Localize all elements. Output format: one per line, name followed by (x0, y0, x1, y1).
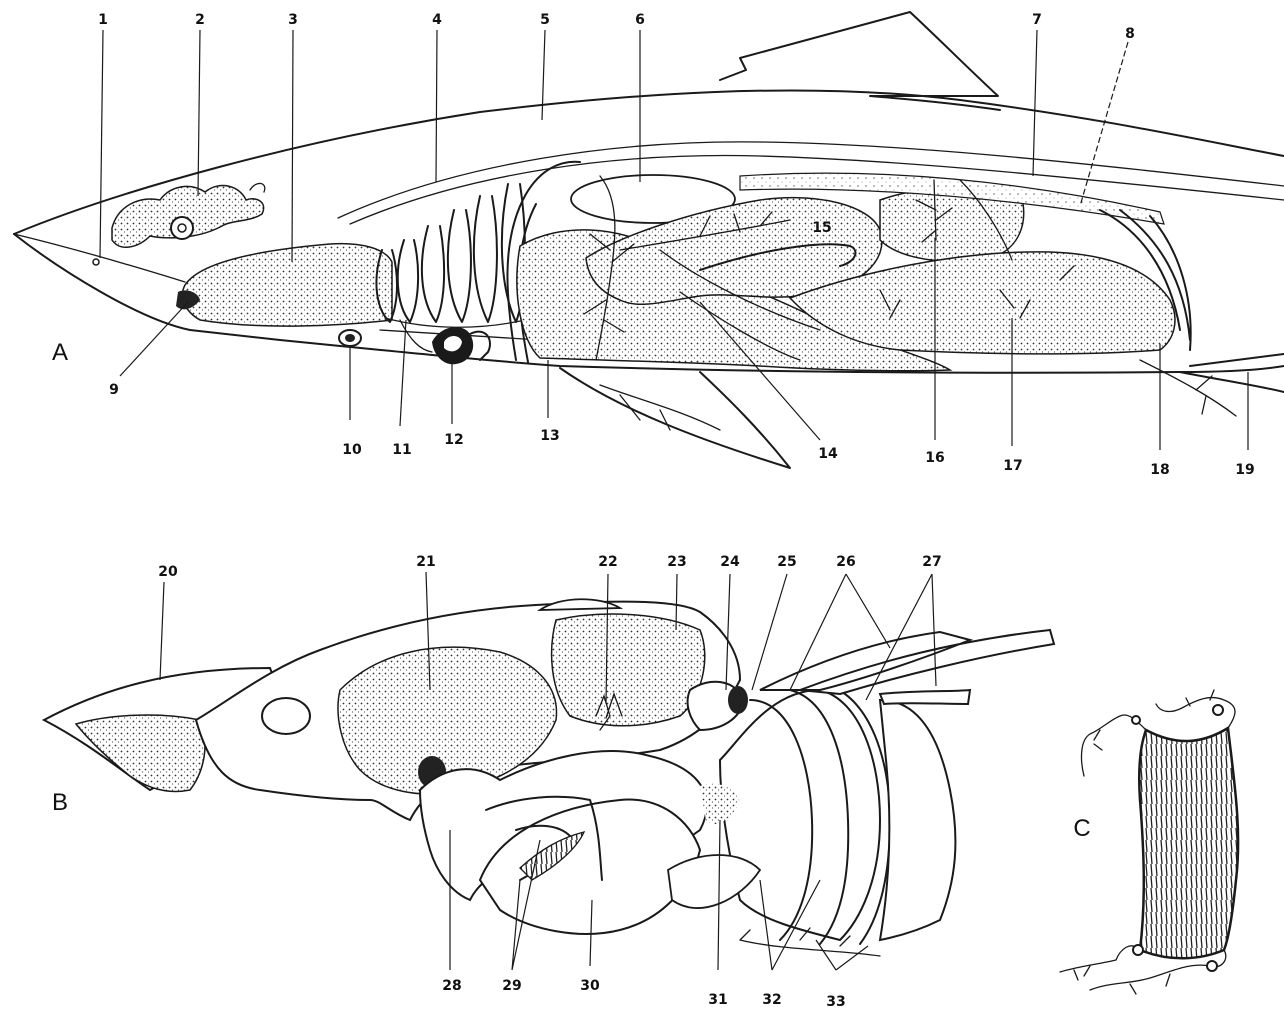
label-3: 3 (288, 12, 298, 28)
label-25: 25 (777, 554, 796, 570)
nasal-capsule (76, 715, 205, 791)
pharynx (182, 244, 392, 326)
panel-c-egg-case (1060, 690, 1238, 994)
panel-a-shark-body (14, 12, 1284, 468)
label-33: 33 (826, 994, 845, 1010)
label-28: 28 (442, 978, 461, 994)
panel-b-chondrocranium (44, 599, 1054, 956)
label-6: 6 (635, 12, 645, 28)
label-19: 19 (1235, 462, 1254, 478)
label-1: 1 (98, 12, 108, 28)
label-24: 24 (720, 554, 740, 570)
label-23: 23 (667, 554, 686, 570)
dorsal-fin (720, 12, 1000, 110)
panel-b-label: B (52, 789, 68, 816)
label-15: 15 (812, 220, 831, 236)
label-18: 18 (1150, 462, 1169, 478)
label-21: 21 (416, 554, 435, 570)
label-22: 22 (598, 554, 617, 570)
label-2: 2 (195, 12, 205, 28)
label-10: 10 (342, 442, 362, 458)
label-14: 14 (818, 446, 838, 462)
label-29: 29 (502, 978, 521, 994)
label-9: 9 (109, 382, 119, 398)
label-11: 11 (392, 442, 411, 458)
panel-c-label: C (1073, 815, 1090, 842)
label-8: 8 (1125, 26, 1135, 42)
label-20: 20 (158, 564, 178, 580)
pelvic-fin (1180, 354, 1284, 392)
pectoral-fin (560, 368, 790, 468)
otic-capsule (552, 614, 705, 726)
egg-case-body (1139, 728, 1238, 958)
orbit (262, 698, 310, 734)
label-7: 7 (1032, 12, 1042, 28)
label-13: 13 (540, 428, 559, 444)
nostril (93, 259, 99, 265)
label-12: 12 (444, 432, 463, 448)
label-26: 26 (836, 554, 855, 570)
label-16: 16 (925, 450, 944, 466)
label-4: 4 (432, 12, 442, 28)
label-17: 17 (1003, 458, 1022, 474)
panel-a-label: A (52, 339, 68, 366)
label-32: 32 (762, 992, 781, 1008)
label-27: 27 (922, 554, 941, 570)
label-5: 5 (540, 12, 550, 28)
label-31: 31 (708, 992, 727, 1008)
label-30: 30 (580, 978, 600, 994)
